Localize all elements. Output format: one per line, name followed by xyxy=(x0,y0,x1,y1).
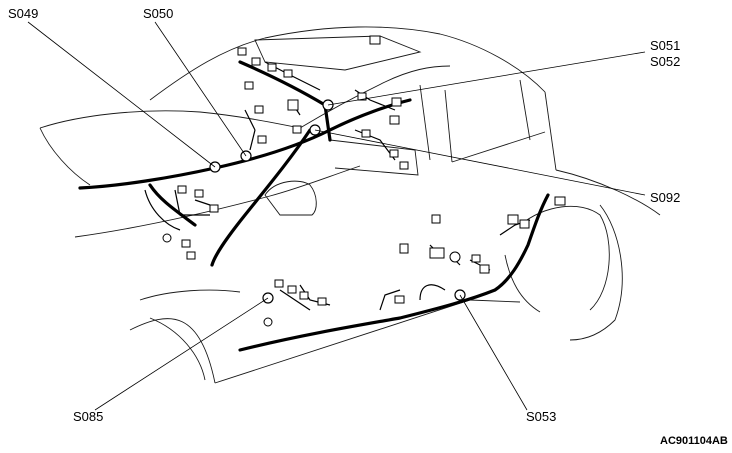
labels: S049 S050 S051 S052 S092 S085 S053 AC901… xyxy=(8,6,728,447)
connector xyxy=(554,196,566,206)
label-s085: S085 xyxy=(73,409,103,424)
connector xyxy=(479,264,490,274)
label-s051: S051 xyxy=(650,38,680,53)
connector xyxy=(394,295,405,304)
connector xyxy=(274,279,284,288)
ground-terminal xyxy=(449,251,461,263)
connector xyxy=(369,35,381,45)
connector xyxy=(194,189,204,198)
connector xyxy=(181,239,191,248)
connector xyxy=(186,251,196,260)
connector xyxy=(287,285,297,294)
connector xyxy=(292,125,302,134)
connector xyxy=(317,297,327,306)
connector xyxy=(389,115,400,125)
connector xyxy=(209,204,219,213)
connectors xyxy=(162,35,566,327)
ground-terminal xyxy=(162,233,172,243)
connector xyxy=(254,105,264,114)
connector xyxy=(399,243,409,254)
connector xyxy=(244,81,254,90)
connector xyxy=(177,185,187,194)
connector xyxy=(519,219,530,229)
connector xyxy=(257,135,267,144)
connector xyxy=(287,99,299,111)
connector xyxy=(471,254,481,263)
connector xyxy=(507,214,519,225)
connector xyxy=(431,214,441,224)
connector xyxy=(237,47,247,56)
connector xyxy=(429,247,445,259)
connector xyxy=(357,92,367,101)
connector xyxy=(389,149,399,158)
main-harness-lines xyxy=(78,60,550,352)
connector xyxy=(267,63,277,72)
connector xyxy=(361,129,371,138)
label-s050: S050 xyxy=(143,6,173,21)
label-s092: S092 xyxy=(650,190,680,205)
connector xyxy=(399,161,409,170)
connector xyxy=(391,97,402,107)
figure-code: AC901104AB xyxy=(660,435,728,447)
label-s052: S052 xyxy=(650,54,680,69)
leader-lines xyxy=(27,21,646,411)
label-s049: S049 xyxy=(8,6,38,21)
connector xyxy=(251,57,261,66)
ground-terminal xyxy=(263,317,273,327)
connector xyxy=(299,291,309,300)
branch-wires xyxy=(144,61,531,311)
label-s053: S053 xyxy=(526,409,556,424)
car-body-outline xyxy=(39,26,661,384)
connector xyxy=(283,69,293,78)
